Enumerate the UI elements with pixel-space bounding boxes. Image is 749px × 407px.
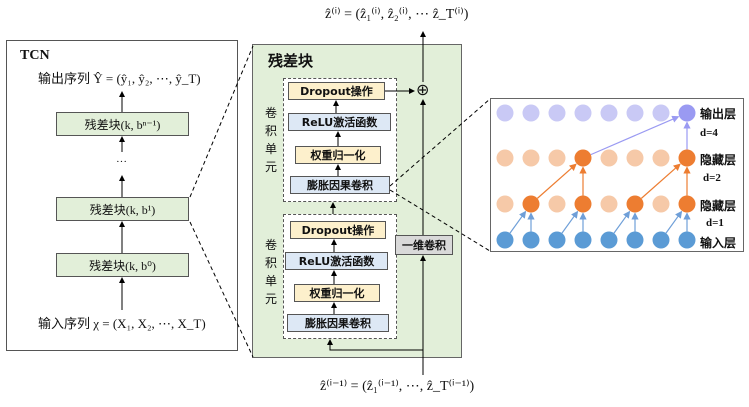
hidden1-node (522, 195, 540, 213)
hidden2-node (574, 149, 592, 167)
dropout-op-upper[interactable]: Dropout操作 (288, 82, 385, 100)
label-char: 积 (264, 124, 277, 138)
output-node (522, 104, 540, 122)
dilated-conv-panel (490, 98, 744, 252)
input-node (652, 231, 670, 249)
conv1d-block[interactable]: 一维卷积 (395, 235, 453, 255)
hidden2-node (496, 149, 514, 167)
output-node (678, 104, 696, 122)
label-char: 元 (264, 292, 277, 306)
input-node (522, 231, 540, 249)
hidden1-node (600, 195, 618, 213)
input-sequence-label: 输入序列 χ = (X₁, X₂, ⋯, X_T) (38, 316, 206, 331)
output-formula: ẑ⁽ⁱ⁾ = (ẑ₁⁽ⁱ⁾, ẑ₂⁽ⁱ⁾, ⋯ ẑ_T⁽ⁱ⁾) (325, 7, 469, 22)
graph-edge (509, 210, 527, 234)
output-node (496, 104, 514, 122)
hidden1-node (626, 195, 644, 213)
tcn-title: TCN (20, 48, 50, 63)
relu-op-upper[interactable]: ReLU激活函数 (288, 113, 391, 131)
dilated-causal-conv-lower[interactable]: 膨胀因果卷积 (287, 314, 389, 332)
arrow (327, 339, 423, 351)
layer-label-hidden-2: 隐藏层 (700, 153, 737, 167)
output-node (600, 104, 618, 122)
hidden2-node (652, 149, 670, 167)
weight-norm-op-lower[interactable]: 权重归一化 (294, 284, 380, 302)
input-node (574, 231, 592, 249)
label-char: 卷 (264, 238, 277, 252)
layer-label-hidden-1: 隐藏层 (700, 199, 737, 213)
input-node (600, 231, 618, 249)
output-sequence-label: 输出序列 Ŷ = (ŷ₁, ŷ₂, ⋯, ŷ_T) (38, 71, 201, 86)
residual-block-1[interactable]: 残差块(k, b¹) (56, 197, 189, 221)
hidden2-node (522, 149, 540, 167)
graph-edge (590, 115, 680, 156)
dilation-label-2: d=2 (703, 172, 721, 184)
hidden1-node (574, 195, 592, 213)
graph-edge (640, 163, 681, 199)
zoom-line (189, 45, 254, 198)
dilated-conv-graph (496, 104, 696, 249)
hidden2-node (678, 149, 696, 167)
graph-edge (665, 210, 683, 234)
residual-block-0[interactable]: 残差块(k, b⁰) (56, 253, 189, 277)
label-char: 元 (264, 160, 277, 174)
hidden2-node (626, 149, 644, 167)
input-formula: ẑ⁽ⁱ⁻¹⁾ = (ẑ₁⁽ⁱ⁻¹⁾, ⋯, ẑ_T⁽ⁱ⁻¹⁾) (320, 379, 475, 394)
addition-icon: ⊕ (416, 80, 430, 99)
conv-unit-lower-label: 卷 积 单 元 (264, 236, 278, 308)
conv-unit-upper-label: 卷 积 单 元 (264, 104, 278, 176)
hidden1-node (548, 195, 566, 213)
layer-label-output: 输出层 (700, 107, 737, 121)
output-node (548, 104, 566, 122)
dilated-causal-conv-upper[interactable]: 膨胀因果卷积 (290, 176, 390, 194)
zoom-line (389, 189, 491, 252)
graph-edge (561, 210, 579, 234)
input-node (626, 231, 644, 249)
output-node (626, 104, 644, 122)
output-node (652, 104, 670, 122)
label-char: 单 (264, 274, 277, 288)
dilation-label-1: d=1 (706, 217, 724, 229)
output-node (574, 104, 592, 122)
input-node (496, 231, 514, 249)
dilation-label-4: d=4 (700, 127, 718, 139)
residual-block-n-1[interactable]: 残差块(k, bⁿ⁻¹) (56, 112, 189, 136)
label-char: 积 (264, 256, 277, 270)
hidden2-node (600, 149, 618, 167)
hidden1-node (652, 195, 670, 213)
graph-edge (536, 163, 577, 199)
relu-op-lower[interactable]: ReLU激活函数 (285, 252, 388, 270)
zoom-line (189, 221, 254, 358)
weight-norm-op-upper[interactable]: 权重归一化 (295, 146, 381, 164)
graph-edge (613, 210, 631, 234)
layer-label-input: 输入层 (700, 236, 737, 250)
label-char: 卷 (264, 106, 277, 120)
hidden2-node (548, 149, 566, 167)
label-char: 单 (264, 142, 277, 156)
input-node (548, 231, 566, 249)
ellipsis: ··· (116, 156, 127, 168)
input-node (678, 231, 696, 249)
zoom-line (389, 98, 491, 187)
hidden1-node (678, 195, 696, 213)
hidden1-node (496, 195, 514, 213)
dropout-op-lower[interactable]: Dropout操作 (290, 221, 386, 239)
residual-block-title: 残差块 (268, 52, 314, 70)
